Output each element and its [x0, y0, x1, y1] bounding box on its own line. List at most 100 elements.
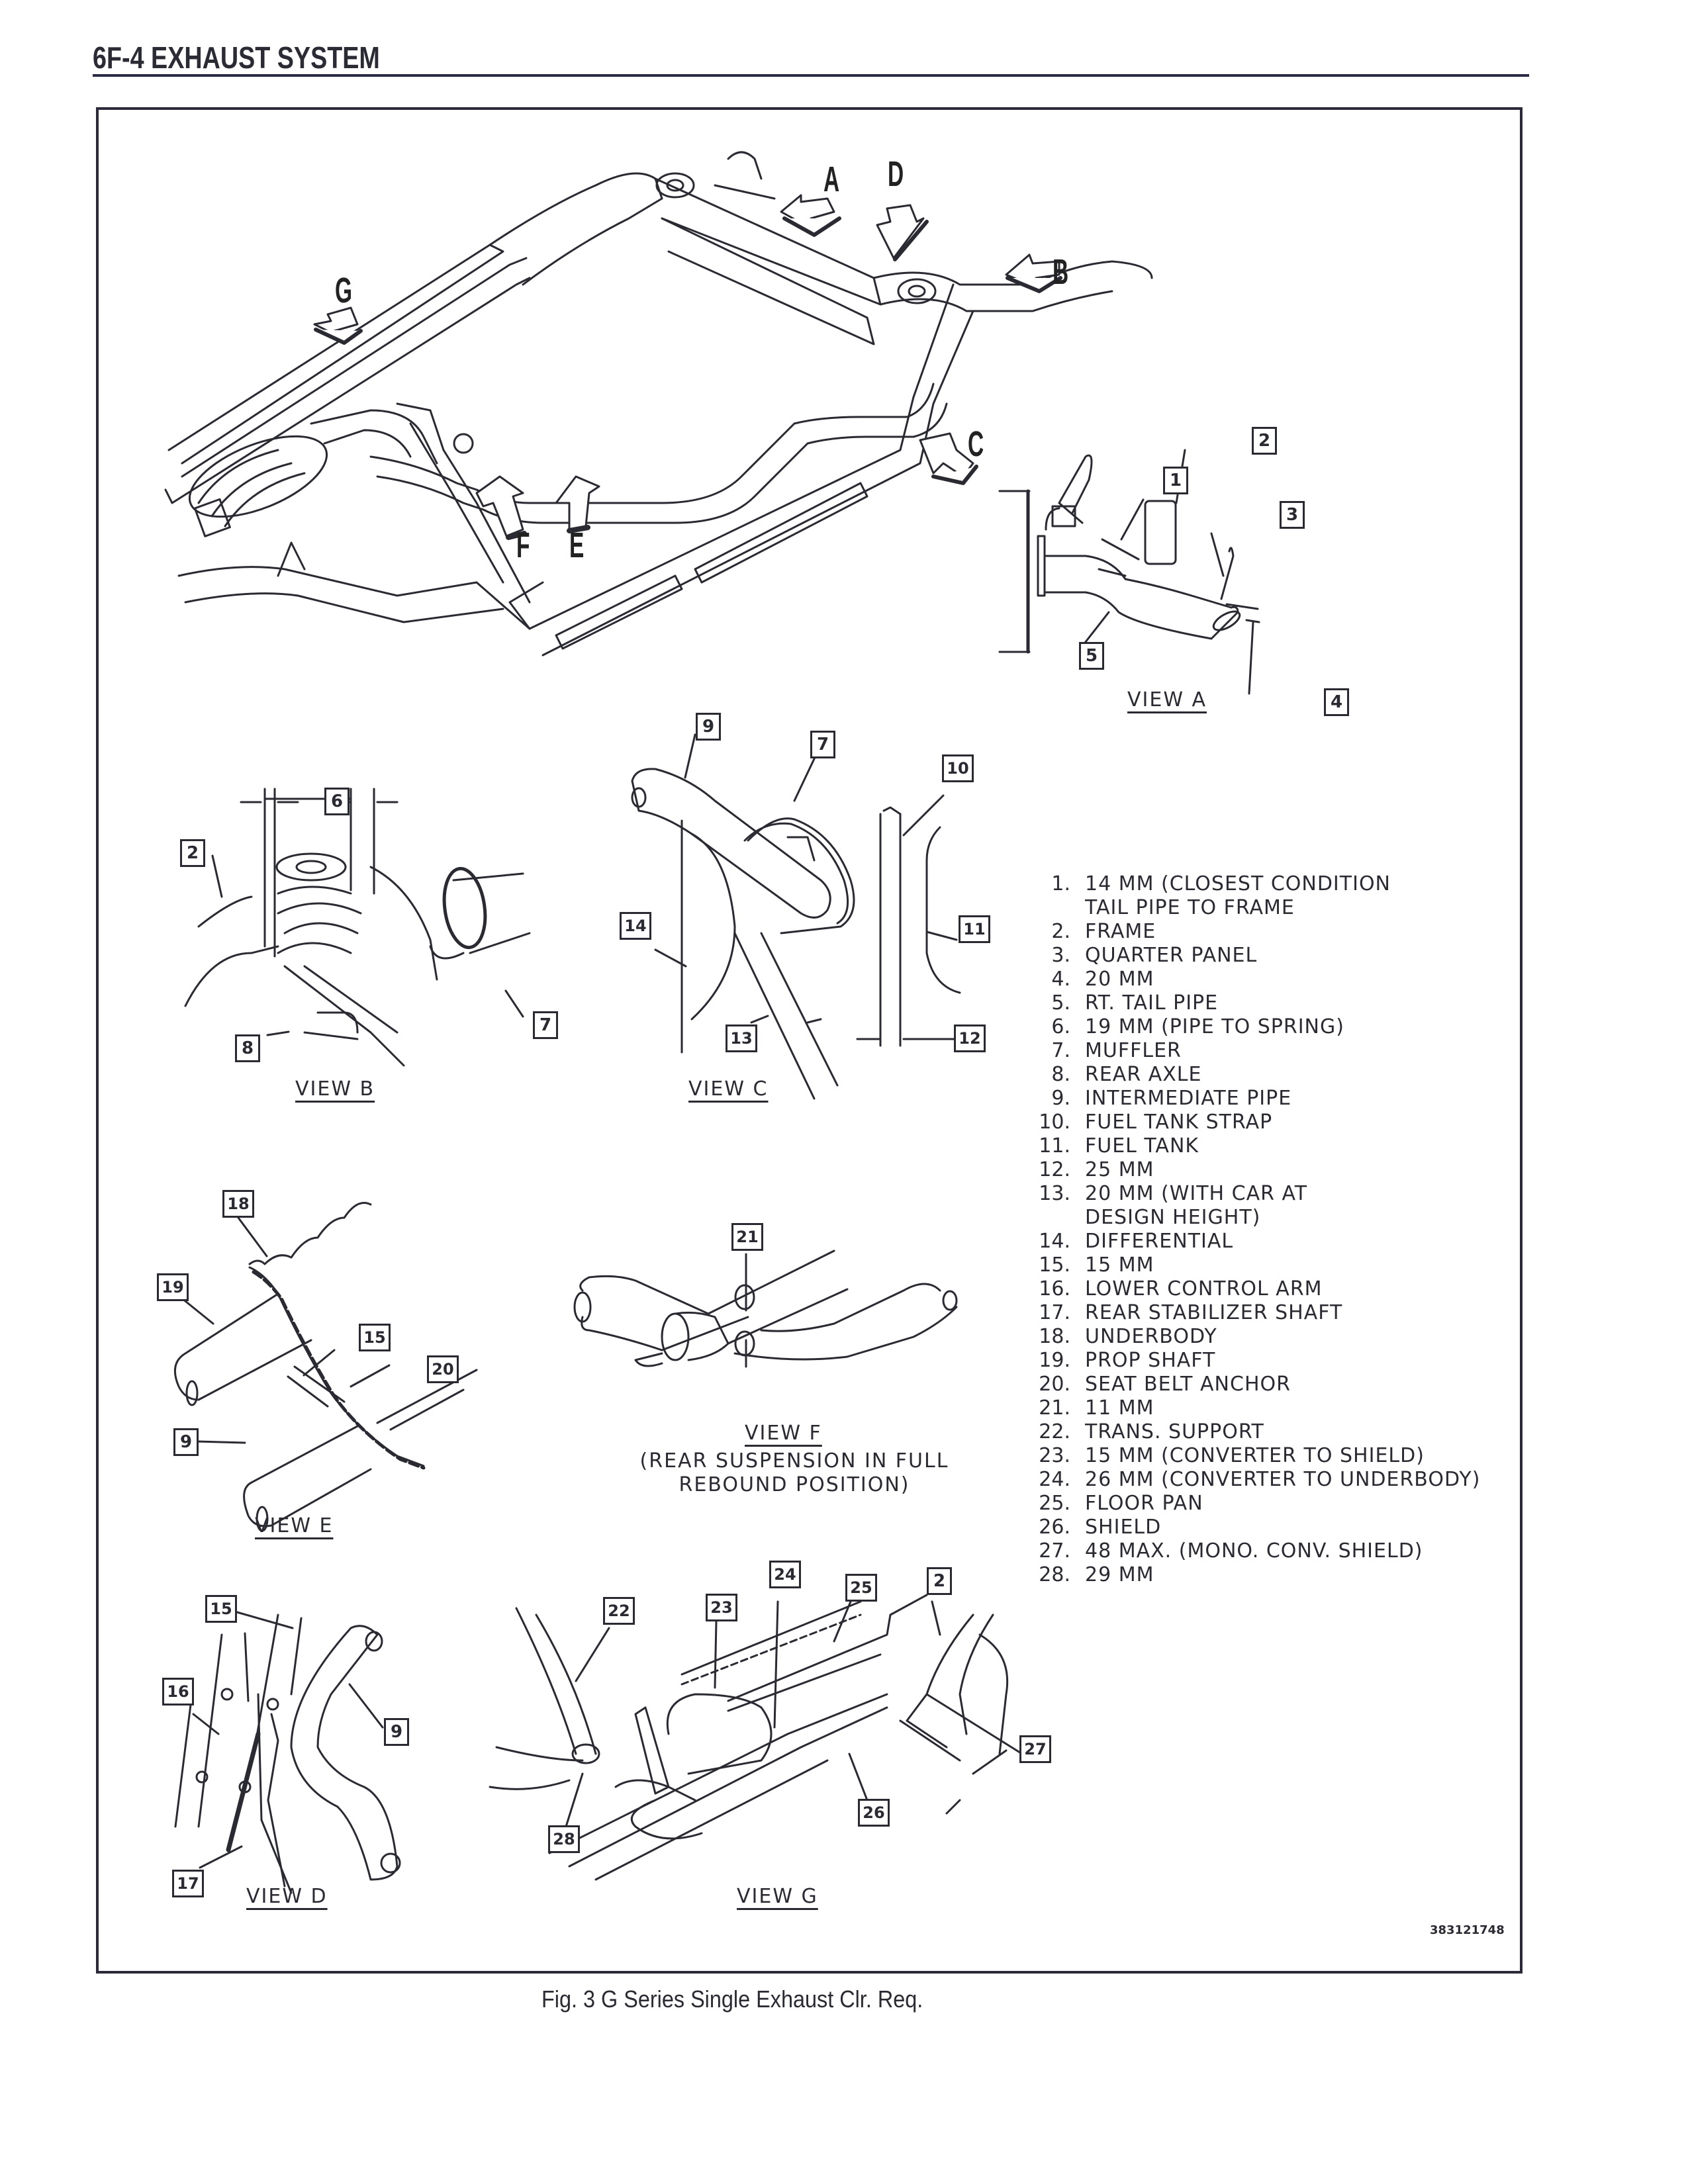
- callout-2-view-b: 2: [180, 839, 205, 867]
- callout-18: 18: [222, 1190, 254, 1218]
- view-letter-a: A: [823, 159, 840, 199]
- view-b-label: VIEW B: [295, 1077, 375, 1101]
- callout-12: 12: [954, 1024, 986, 1052]
- legend-item: 26.SHIELD: [1029, 1516, 1480, 1539]
- legend-item-text: 20 MM: [1085, 968, 1154, 991]
- callout-16: 16: [162, 1678, 194, 1706]
- legend-item-text: FRAME: [1085, 920, 1156, 943]
- legend-item: 3.QUARTER PANEL: [1029, 944, 1480, 968]
- leader-1: [1120, 498, 1145, 541]
- view-e-label: VIEW E: [255, 1514, 334, 1537]
- legend-item: 16. LOWER CONTROL ARM: [1029, 1277, 1480, 1301]
- callout-5: 5: [1079, 642, 1104, 670]
- view-letter-f: F: [516, 525, 530, 565]
- callout-15-view-d: 15: [205, 1595, 237, 1623]
- legend-item: 22. TRANS. SUPPORT: [1029, 1420, 1480, 1444]
- view-letter-e: E: [569, 525, 585, 565]
- legend-item-number: 6.: [1051, 1015, 1070, 1038]
- view-letter-d: D: [888, 154, 904, 194]
- callout-15-view-e: 15: [359, 1324, 391, 1351]
- legend-item-text: UNDERBODY: [1085, 1325, 1217, 1348]
- callout-1: 1: [1163, 467, 1188, 494]
- callout-3: 3: [1280, 501, 1305, 529]
- callout-26: 26: [858, 1799, 890, 1827]
- legend-item: 12.25 MM: [1029, 1158, 1480, 1182]
- chassis-frame-drawing: [164, 151, 1153, 657]
- legend-item: 28.29 MM: [1029, 1563, 1480, 1587]
- legend-item-text: LOWER CONTROL ARM: [1085, 1277, 1323, 1300]
- view-c-drawing: [631, 733, 961, 1100]
- legend-item-number: 25.: [1039, 1492, 1070, 1515]
- legend-item: 17.REAR STABILIZER SHAFT: [1029, 1301, 1480, 1325]
- legend-item: 13.20 MM (WITH CAR AT: [1029, 1182, 1480, 1206]
- legend-item-text: 26 MM (CONVERTER TO UNDERBODY): [1085, 1468, 1481, 1491]
- legend-item-continuation: DESIGN HEIGHT): [1029, 1206, 1480, 1230]
- callout-9-view-d: 9: [384, 1718, 409, 1746]
- legend-item: 11.FUEL TANK: [1029, 1134, 1480, 1158]
- view-arrow-d-icon: [876, 204, 929, 261]
- legend-item: 4.20 MM: [1029, 968, 1480, 991]
- legend-item-number: 18.: [1039, 1325, 1070, 1348]
- callout-9-view-e: 9: [173, 1428, 199, 1456]
- legend-item: 18. UNDERBODY: [1029, 1325, 1480, 1349]
- leader-3: [1210, 532, 1225, 577]
- legend-item: 23.15 MM (CONVERTER TO SHIELD): [1029, 1444, 1480, 1468]
- legend-item: 19.PROP SHAFT: [1029, 1349, 1480, 1373]
- callout-25: 25: [845, 1574, 877, 1602]
- view-letter-c: C: [968, 424, 984, 464]
- section-title: 6F-4 EXHAUST SYSTEM: [93, 40, 380, 75]
- legend-item: 20.SEAT BELT ANCHOR: [1029, 1373, 1480, 1396]
- legend-item: 27. 48 MAX. (MONO. CONV. SHIELD): [1029, 1539, 1480, 1563]
- legend-item-number: 16.: [1039, 1277, 1070, 1300]
- legend-item-text: 19 MM (PIPE TO SPRING): [1085, 1015, 1344, 1038]
- legend-item-number: 21.: [1039, 1396, 1070, 1420]
- legend-item: 9.INTERMEDIATE PIPE: [1029, 1087, 1480, 1111]
- legend-item-text: 11 MM: [1085, 1396, 1154, 1420]
- callout-19: 19: [157, 1273, 189, 1301]
- callout-10: 10: [942, 754, 974, 782]
- legend-indent: [1029, 896, 1085, 920]
- leader-5: [1082, 611, 1110, 647]
- legend-item-number: 27.: [1039, 1539, 1070, 1563]
- view-letter-g: G: [335, 271, 353, 310]
- callout-4: 4: [1324, 688, 1349, 716]
- legend-item-text: TRANS. SUPPORT: [1085, 1420, 1264, 1443]
- legend-item: 5.RT. TAIL PIPE: [1029, 991, 1480, 1015]
- legend-item-number: 17.: [1039, 1301, 1070, 1324]
- legend-item-text: MUFFLER: [1085, 1039, 1182, 1062]
- legend-item: 25.FLOOR PAN: [1029, 1492, 1480, 1516]
- view-d-drawing: [174, 1611, 401, 1894]
- legend-item-text: 48 MAX. (MONO. CONV. SHIELD): [1085, 1539, 1423, 1563]
- legend-item: 6. 19 MM (PIPE TO SPRING): [1029, 1015, 1480, 1039]
- callout-14: 14: [620, 912, 651, 940]
- legend-item: 8.REAR AXLE: [1029, 1063, 1480, 1087]
- leader-4: [1248, 621, 1254, 695]
- legend-item: 24.26 MM (CONVERTER TO UNDERBODY): [1029, 1468, 1480, 1492]
- legend-item: 15.15 MM: [1029, 1253, 1480, 1277]
- callout-7-view-b: 7: [533, 1011, 558, 1039]
- legend-item: 7.MUFFLER: [1029, 1039, 1480, 1063]
- callout-8: 8: [235, 1034, 260, 1062]
- view-e-drawing: [173, 1202, 478, 1532]
- callout-22: 22: [603, 1597, 635, 1625]
- view-arrow-c-icon: [919, 432, 978, 485]
- legend-item-number: 22.: [1039, 1420, 1070, 1443]
- figure-caption: Fig. 3 G Series Single Exhaust Clr. Req.: [541, 1985, 923, 2013]
- callout-2-view-g: 2: [927, 1567, 952, 1595]
- legend-item-number: 20.: [1039, 1373, 1070, 1396]
- legend-item-number: 2.: [1051, 920, 1070, 943]
- legend-item-number: 28.: [1039, 1563, 1070, 1586]
- view-g-drawing: [489, 1594, 1034, 1881]
- legend-item-text: REAR AXLE: [1085, 1063, 1202, 1086]
- callout-7-view-c: 7: [810, 731, 835, 758]
- legend-item-text: DIFFERENTIAL: [1085, 1230, 1234, 1253]
- view-g-label: VIEW G: [737, 1885, 818, 1908]
- callout-20: 20: [427, 1355, 459, 1383]
- figure-code: 383121748: [1430, 1923, 1505, 1937]
- legend-item-continuation: TAIL PIPE TO FRAME: [1029, 896, 1480, 920]
- legend-item: 10.FUEL TANK STRAP: [1029, 1111, 1480, 1134]
- callout-6: 6: [324, 788, 350, 815]
- legend-item-text-continued: DESIGN HEIGHT): [1085, 1206, 1261, 1229]
- legend-item: 2. FRAME: [1029, 920, 1480, 944]
